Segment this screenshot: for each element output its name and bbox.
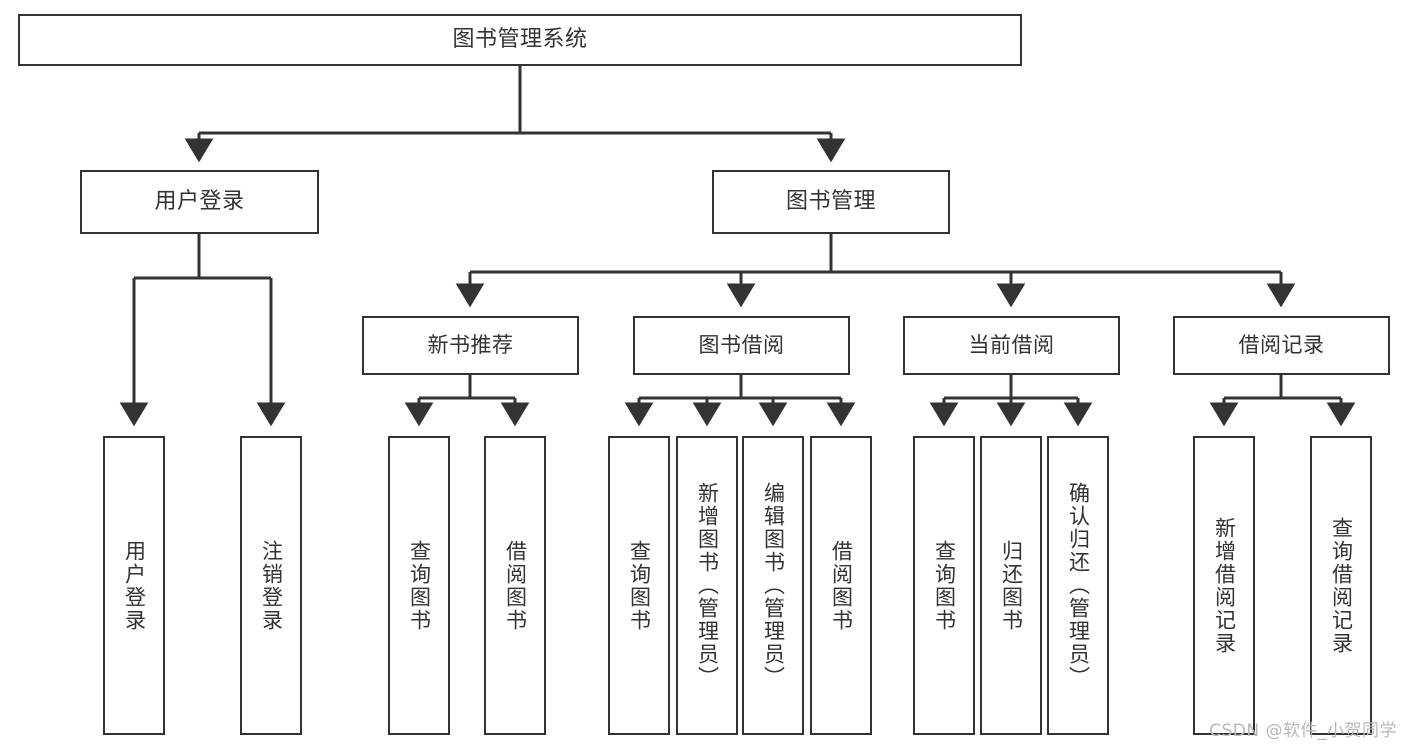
node-leaf-borrow-book-2-label: 借阅图书 xyxy=(829,539,854,632)
node-leaf-query-book-1[interactable]: 查询图书 xyxy=(388,436,450,735)
node-leaf-query-book-2-label: 查询图书 xyxy=(627,539,652,632)
node-leaf-query-book-2[interactable]: 查询图书 xyxy=(608,436,670,735)
node-leaf-add-record-label: 新增借阅记录 xyxy=(1212,516,1237,655)
node-leaf-confirm-return[interactable]: 确认归还（管理员） xyxy=(1047,436,1109,735)
watermark-text: CSDN @软件_小贺同学 xyxy=(1209,721,1397,741)
node-leaf-edit-book[interactable]: 编辑图书（管理员） xyxy=(742,436,804,735)
node-book-manage[interactable]: 图书管理 xyxy=(712,170,950,234)
node-user-login[interactable]: 用户登录 xyxy=(80,170,319,234)
node-leaf-user-login[interactable]: 用户登录 xyxy=(103,436,165,735)
node-leaf-query-record[interactable]: 查询借阅记录 xyxy=(1310,436,1372,735)
node-system-label: 图书管理系统 xyxy=(452,26,588,52)
node-leaf-logout[interactable]: 注销登录 xyxy=(240,436,302,735)
node-borrow-record[interactable]: 借阅记录 xyxy=(1173,316,1390,375)
node-leaf-borrow-book-1[interactable]: 借阅图书 xyxy=(484,436,546,735)
node-leaf-query-record-label: 查询借阅记录 xyxy=(1329,516,1354,655)
node-leaf-add-book[interactable]: 新增图书（管理员） xyxy=(676,436,738,735)
node-current-borrow-label: 当前借阅 xyxy=(968,332,1055,357)
node-leaf-add-record[interactable]: 新增借阅记录 xyxy=(1193,436,1255,735)
node-leaf-borrow-book-2[interactable]: 借阅图书 xyxy=(810,436,872,735)
node-book-manage-label: 图书管理 xyxy=(785,188,876,214)
node-book-borrow-label: 图书借阅 xyxy=(698,332,785,357)
node-leaf-query-book-3-label: 查询图书 xyxy=(932,539,957,632)
node-leaf-edit-book-label: 编辑图书（管理员） xyxy=(761,482,786,689)
node-system[interactable]: 图书管理系统 xyxy=(18,14,1022,66)
node-new-book-rec[interactable]: 新书推荐 xyxy=(362,316,579,375)
node-leaf-return-book[interactable]: 归还图书 xyxy=(980,436,1042,735)
node-leaf-user-login-label: 用户登录 xyxy=(122,539,147,632)
node-leaf-return-book-label: 归还图书 xyxy=(999,539,1024,632)
node-new-book-rec-label: 新书推荐 xyxy=(427,332,514,357)
node-leaf-query-book-1-label: 查询图书 xyxy=(407,539,432,632)
node-leaf-confirm-return-label: 确认归还（管理员） xyxy=(1066,482,1091,689)
node-leaf-add-book-label: 新增图书（管理员） xyxy=(695,482,720,689)
node-leaf-borrow-book-1-label: 借阅图书 xyxy=(503,539,528,632)
node-leaf-query-book-3[interactable]: 查询图书 xyxy=(913,436,975,735)
node-user-login-label: 用户登录 xyxy=(154,188,245,214)
node-borrow-record-label: 借阅记录 xyxy=(1238,332,1325,357)
node-book-borrow[interactable]: 图书借阅 xyxy=(633,316,850,375)
node-leaf-logout-label: 注销登录 xyxy=(259,539,284,632)
node-current-borrow[interactable]: 当前借阅 xyxy=(903,316,1120,375)
